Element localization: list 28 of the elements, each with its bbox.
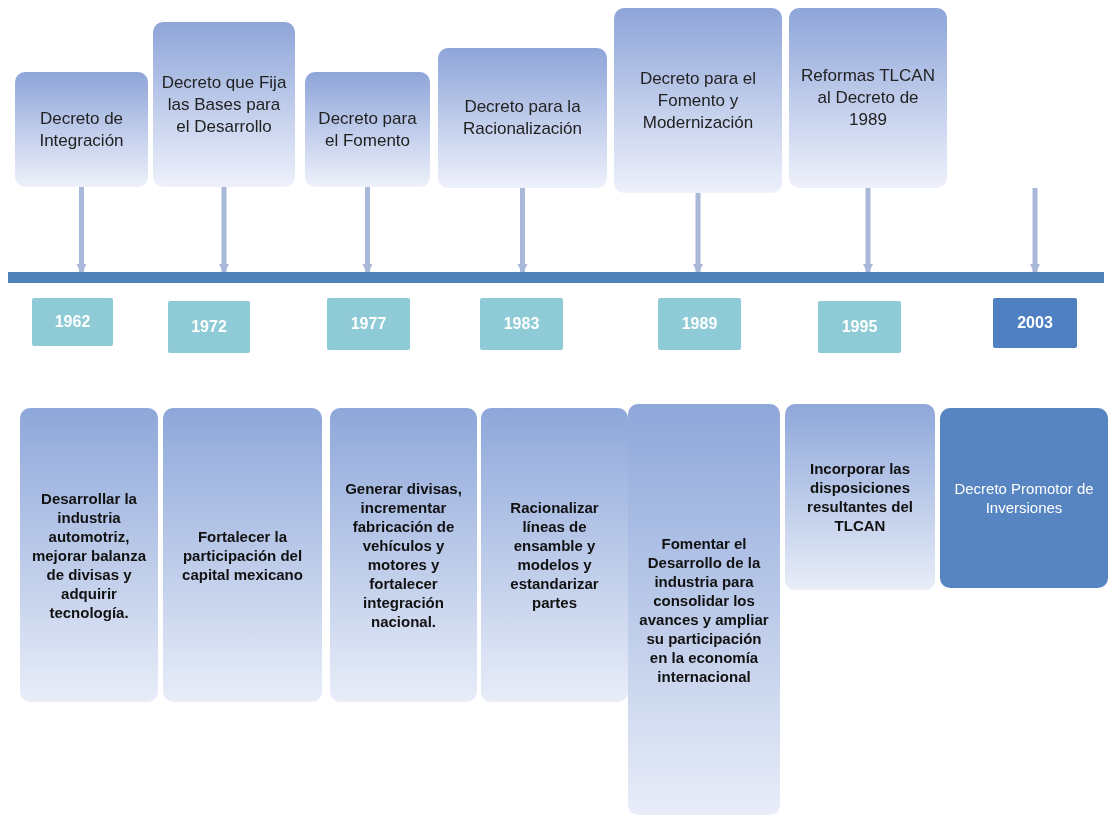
year-box: 1962 xyxy=(32,298,113,346)
year-box: 1983 xyxy=(480,298,563,350)
objective-box: Incorporar las disposiciones resultantes del TLCAN xyxy=(785,404,935,590)
year-box: 1977 xyxy=(327,298,410,350)
objective-box: Desarrollar la industria automotriz, mejorar balanza de divisas y adquirir tecnología. xyxy=(20,408,158,702)
timeline-bar xyxy=(8,272,1104,283)
objective-box: Fortalecer la participación del capital mexicano xyxy=(163,408,322,702)
year-box: 1989 xyxy=(658,298,741,350)
objective-box: Generar divisas, incrementar fabricación de vehículos y motores y fortalecer integración nacional. xyxy=(330,408,477,702)
decree-box: Decreto para el Fomento y Modernización xyxy=(614,8,782,193)
arrow xyxy=(863,188,873,274)
objective-box: Decreto Promotor de Inversiones xyxy=(940,408,1108,588)
year-box: 1995 xyxy=(818,301,901,353)
decree-box: Decreto que Fija las Bases para el Desarrollo xyxy=(153,22,295,187)
arrow xyxy=(517,188,528,274)
arrow xyxy=(76,187,87,274)
arrow xyxy=(693,193,703,274)
objective-box: Racionalizar líneas de ensamble y modelos y estandarizar partes xyxy=(481,408,628,702)
arrow xyxy=(362,187,373,274)
arrow xyxy=(219,187,229,274)
year-box: 2003 xyxy=(993,298,1077,348)
decree-box: Decreto para el Fomento xyxy=(305,72,430,187)
decree-box: Decreto para la Racionalización xyxy=(438,48,607,188)
objective-box: Fomentar el Desarrollo de la industria para consolidar los avances y ampliar su participación en la economía internacional xyxy=(628,404,780,815)
year-box: 1972 xyxy=(168,301,250,353)
arrow xyxy=(1030,188,1040,274)
decree-box: Reformas TLCAN al Decreto de 1989 xyxy=(789,8,947,188)
decree-box: Decreto de Integración xyxy=(15,72,148,187)
